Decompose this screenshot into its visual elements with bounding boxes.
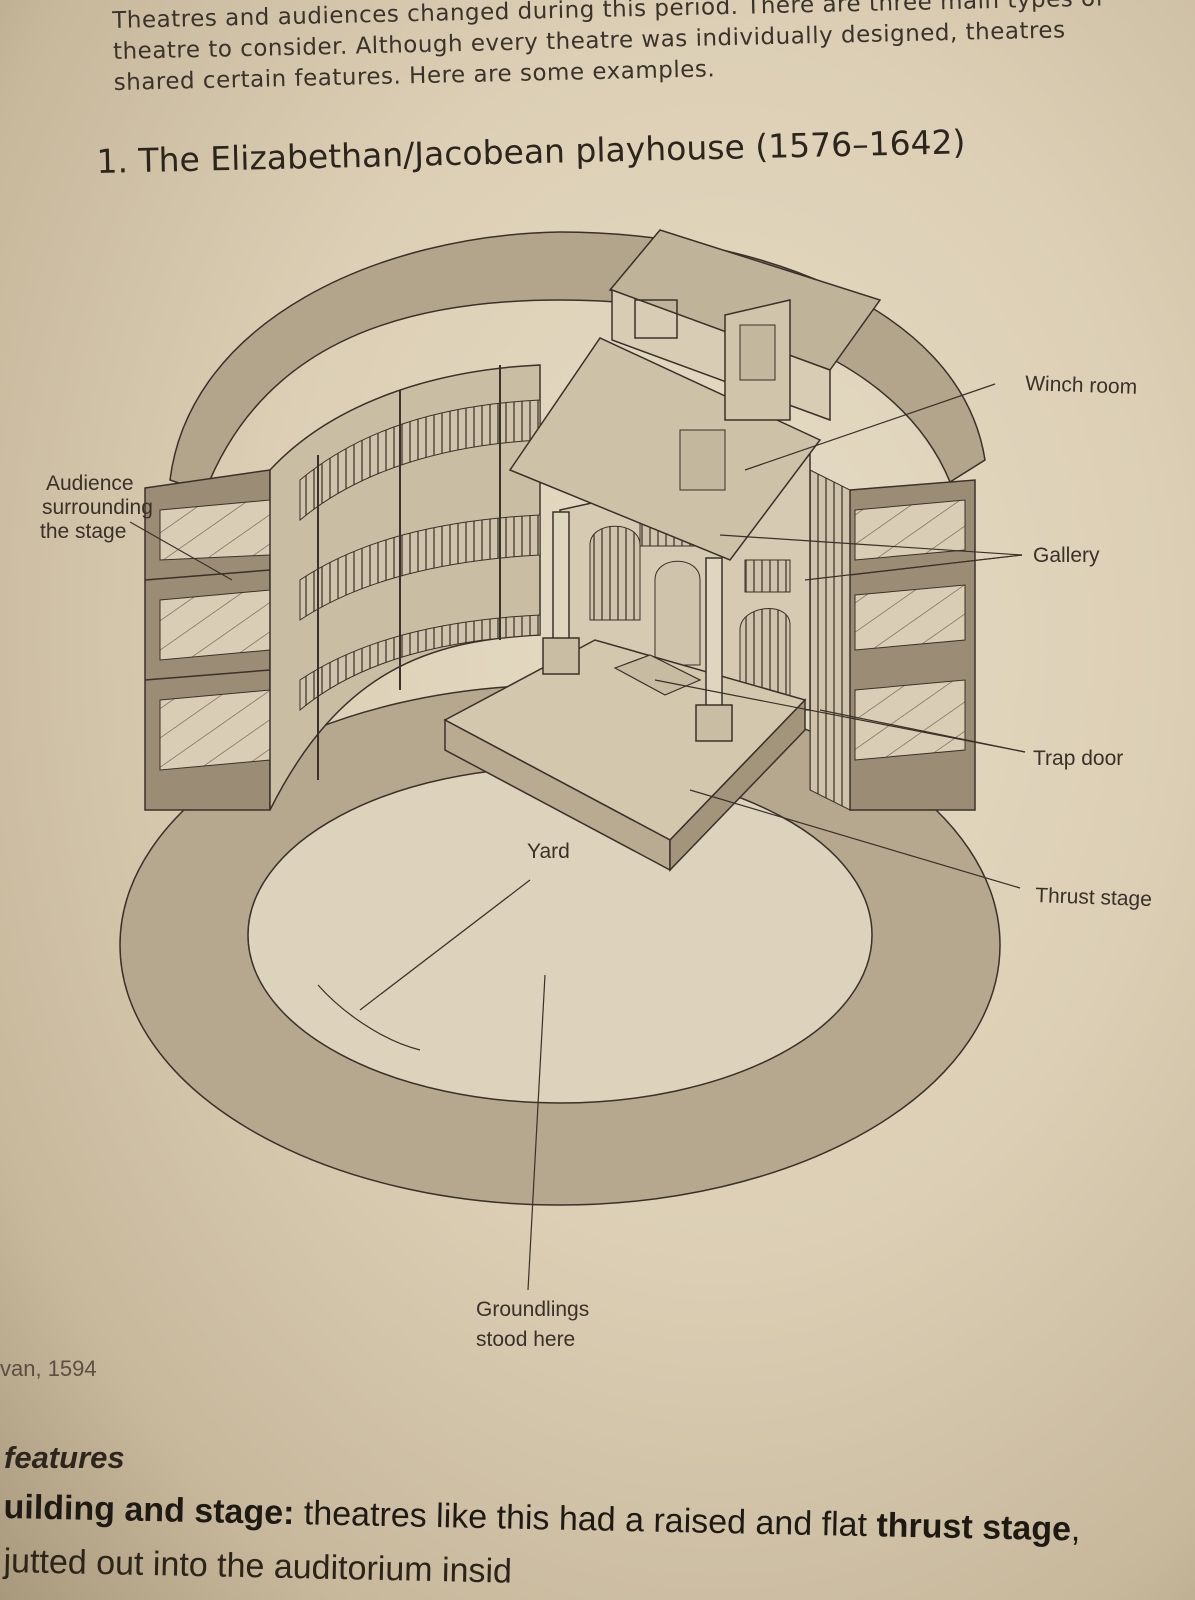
label-gallery: Gallery bbox=[1033, 544, 1100, 567]
stage-pillars bbox=[542, 511, 733, 742]
body-comma: , bbox=[1070, 1510, 1081, 1549]
label-groundlings-line1: Groundlings bbox=[476, 1298, 589, 1321]
left-gallery-tiers bbox=[144, 364, 541, 811]
image-credit: van, 1594 bbox=[0, 1356, 97, 1381]
diagram-labels: Audience surrounding the stage Winch roo… bbox=[40, 372, 1152, 1351]
label-trap-door: Trap door bbox=[1033, 747, 1123, 770]
body-bold-thrust: thrust stage bbox=[876, 1506, 1072, 1549]
features-heading: features bbox=[4, 1440, 125, 1475]
label-groundlings-line2: stood here bbox=[476, 1328, 575, 1351]
leader-lines bbox=[129, 383, 1026, 1291]
label-thrust-stage: Thrust stage bbox=[1035, 884, 1152, 911]
label-audience-line1: Audience bbox=[46, 472, 134, 495]
label-audience-line2: surrounding bbox=[42, 496, 153, 519]
body-bold-term: uilding and stage: bbox=[3, 1488, 295, 1533]
stage-roof bbox=[508, 229, 882, 561]
label-audience-line3: the stage bbox=[40, 520, 126, 543]
right-gallery-tiers bbox=[809, 469, 976, 811]
label-winch-room: Winch room bbox=[1025, 372, 1138, 399]
label-yard: Yard bbox=[527, 840, 570, 863]
outer-ring bbox=[119, 684, 1001, 1206]
